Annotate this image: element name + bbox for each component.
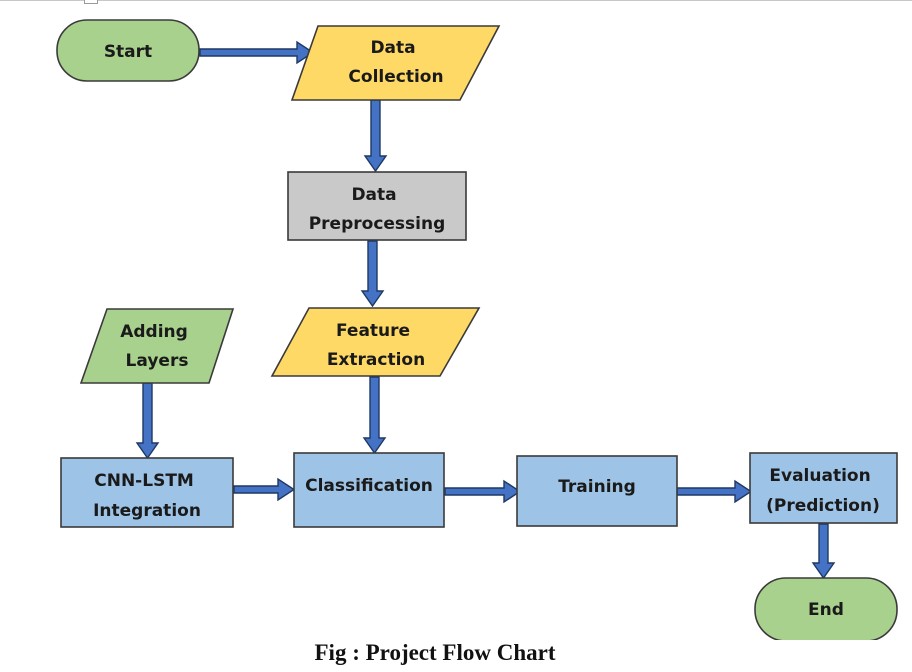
node-start xyxy=(56,19,200,82)
figure-caption: Fig : Project Flow Chart xyxy=(314,640,556,665)
arrow-data-collection-to-preprocessing xyxy=(363,99,388,173)
node-adding-layers xyxy=(79,308,235,384)
arrow-adding-layers-to-cnn-lstm xyxy=(135,382,160,460)
node-classification xyxy=(293,452,445,528)
node-adding-layers-label: Adding Layers xyxy=(120,322,194,371)
node-feature-extraction xyxy=(270,307,481,377)
node-start-label: Start xyxy=(104,42,152,62)
node-end-label: End xyxy=(808,600,844,620)
node-evaluation-label: Evaluation (Prediction) xyxy=(766,466,880,516)
flowchart-svg: Start Data Collection Data Preprocessing… xyxy=(56,19,898,640)
arrow-feature-extraction-to-classification xyxy=(362,376,387,455)
top-edge-mark xyxy=(84,0,98,4)
node-end xyxy=(754,577,898,640)
node-data-preprocessing-label: Data Preprocessing xyxy=(309,185,446,234)
node-cnn-lstm-integration xyxy=(60,457,234,528)
node-training-label: Training xyxy=(558,477,636,497)
node-evaluation xyxy=(749,452,898,524)
arrow-evaluation-to-end xyxy=(811,523,836,580)
node-data-collection-label: Data Collection xyxy=(348,38,443,87)
node-data-preprocessing xyxy=(287,171,467,241)
top-border-line xyxy=(0,0,912,1)
arrow-classification-to-training xyxy=(444,479,522,504)
node-feature-extraction-label: Feature Extraction xyxy=(327,321,425,370)
arrow-start-to-data-collection xyxy=(199,40,315,65)
node-classification-label: Classification xyxy=(305,476,433,496)
arrow-preprocessing-to-feature-extraction xyxy=(360,240,385,308)
arrow-training-to-evaluation xyxy=(676,479,753,504)
node-training xyxy=(516,455,678,527)
node-data-collection xyxy=(290,25,501,101)
node-cnn-lstm-integration-label: CNN-LSTM Integration xyxy=(93,471,201,521)
arrows xyxy=(135,40,836,580)
arrow-cnn-lstm-to-classification xyxy=(233,477,296,502)
